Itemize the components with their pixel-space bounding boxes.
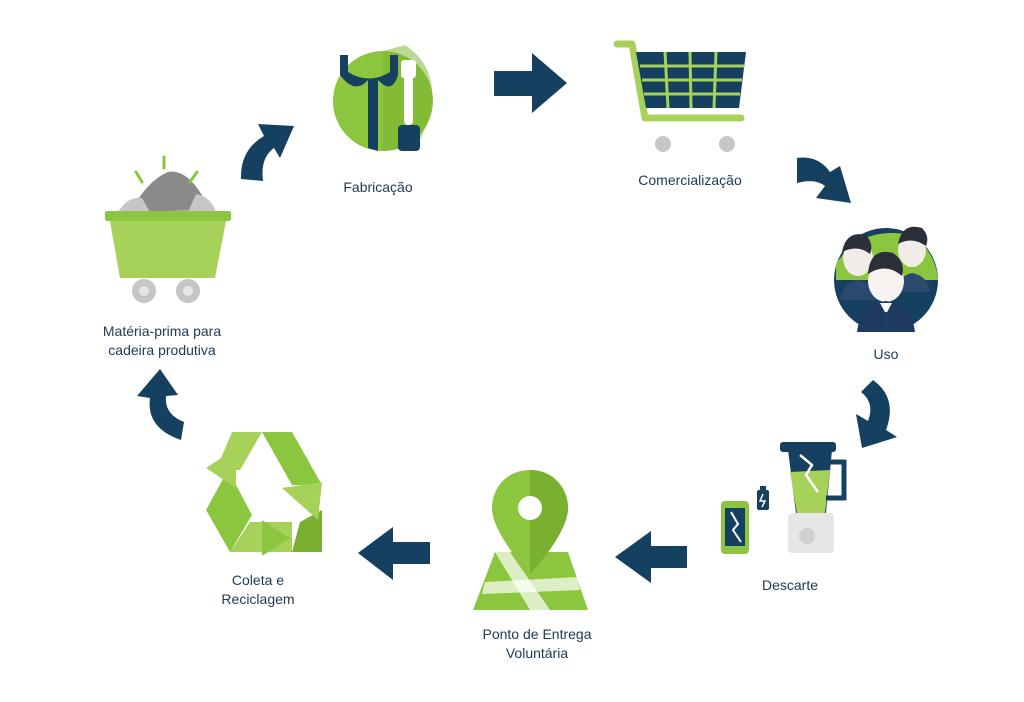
arrow-fabricacao-comercializacao [494,53,567,113]
ore-cart-icon [105,155,231,303]
arrow-uso-descarte [856,380,897,448]
shopping-cart-icon [613,40,746,152]
stage-label-comercializacao: Comercialização [638,172,742,188]
arrow-descarte-ponto [615,531,687,583]
stage-label-uso: Uso [873,346,899,362]
discarded-electronics-icon [721,442,847,554]
stage-label-fabricacao: Fabricação [343,179,413,195]
stage-label-coleta-reciclagem: Coleta e Reciclagem [221,572,295,607]
stage-label-descarte: Descarte [761,577,819,593]
people-icon [834,226,938,332]
arrow-ponto-coleta [358,527,430,580]
stage-label-ponto-entrega: Ponto de Entrega Voluntária [482,626,592,661]
stage-label-materia-prima: Matéria-prima para cadeira produtiva [102,323,222,358]
map-pin-icon [473,470,588,610]
recycle-icon [206,432,322,556]
arrow-materia-fabricacao [240,124,294,181]
arrow-comercializacao-uso [797,157,851,203]
arrow-coleta-materia [137,369,184,440]
tools-icon [333,45,433,151]
